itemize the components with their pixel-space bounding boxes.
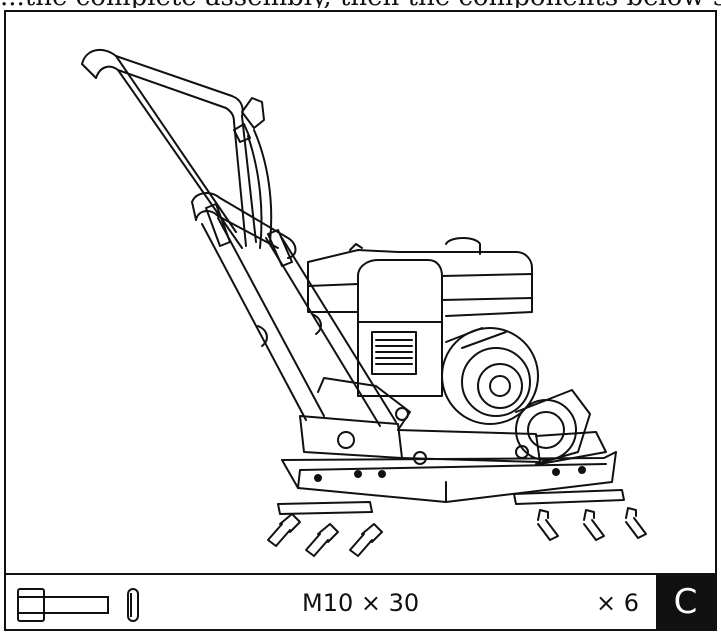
assembly-figure: M10 × 30 × 6 C <box>4 10 717 631</box>
step-letter-badge: C <box>656 575 715 629</box>
base-plate <box>281 377 617 503</box>
bolts <box>267 507 647 557</box>
bolt-icon <box>17 588 109 622</box>
mounting-rails <box>277 489 625 515</box>
cropped-header-text: ...the complete assembly, then the compo… <box>0 0 721 8</box>
lower-handle <box>191 192 397 427</box>
bolt-spec: M10 × 30 <box>302 589 420 617</box>
engine <box>307 237 591 465</box>
plate-compactor-icon <box>81 48 647 557</box>
upper-handle <box>81 48 273 249</box>
parts-bar: M10 × 30 × 6 C <box>6 573 715 629</box>
bolt-quantity: × 6 <box>596 589 640 617</box>
washer-icon <box>127 588 139 622</box>
